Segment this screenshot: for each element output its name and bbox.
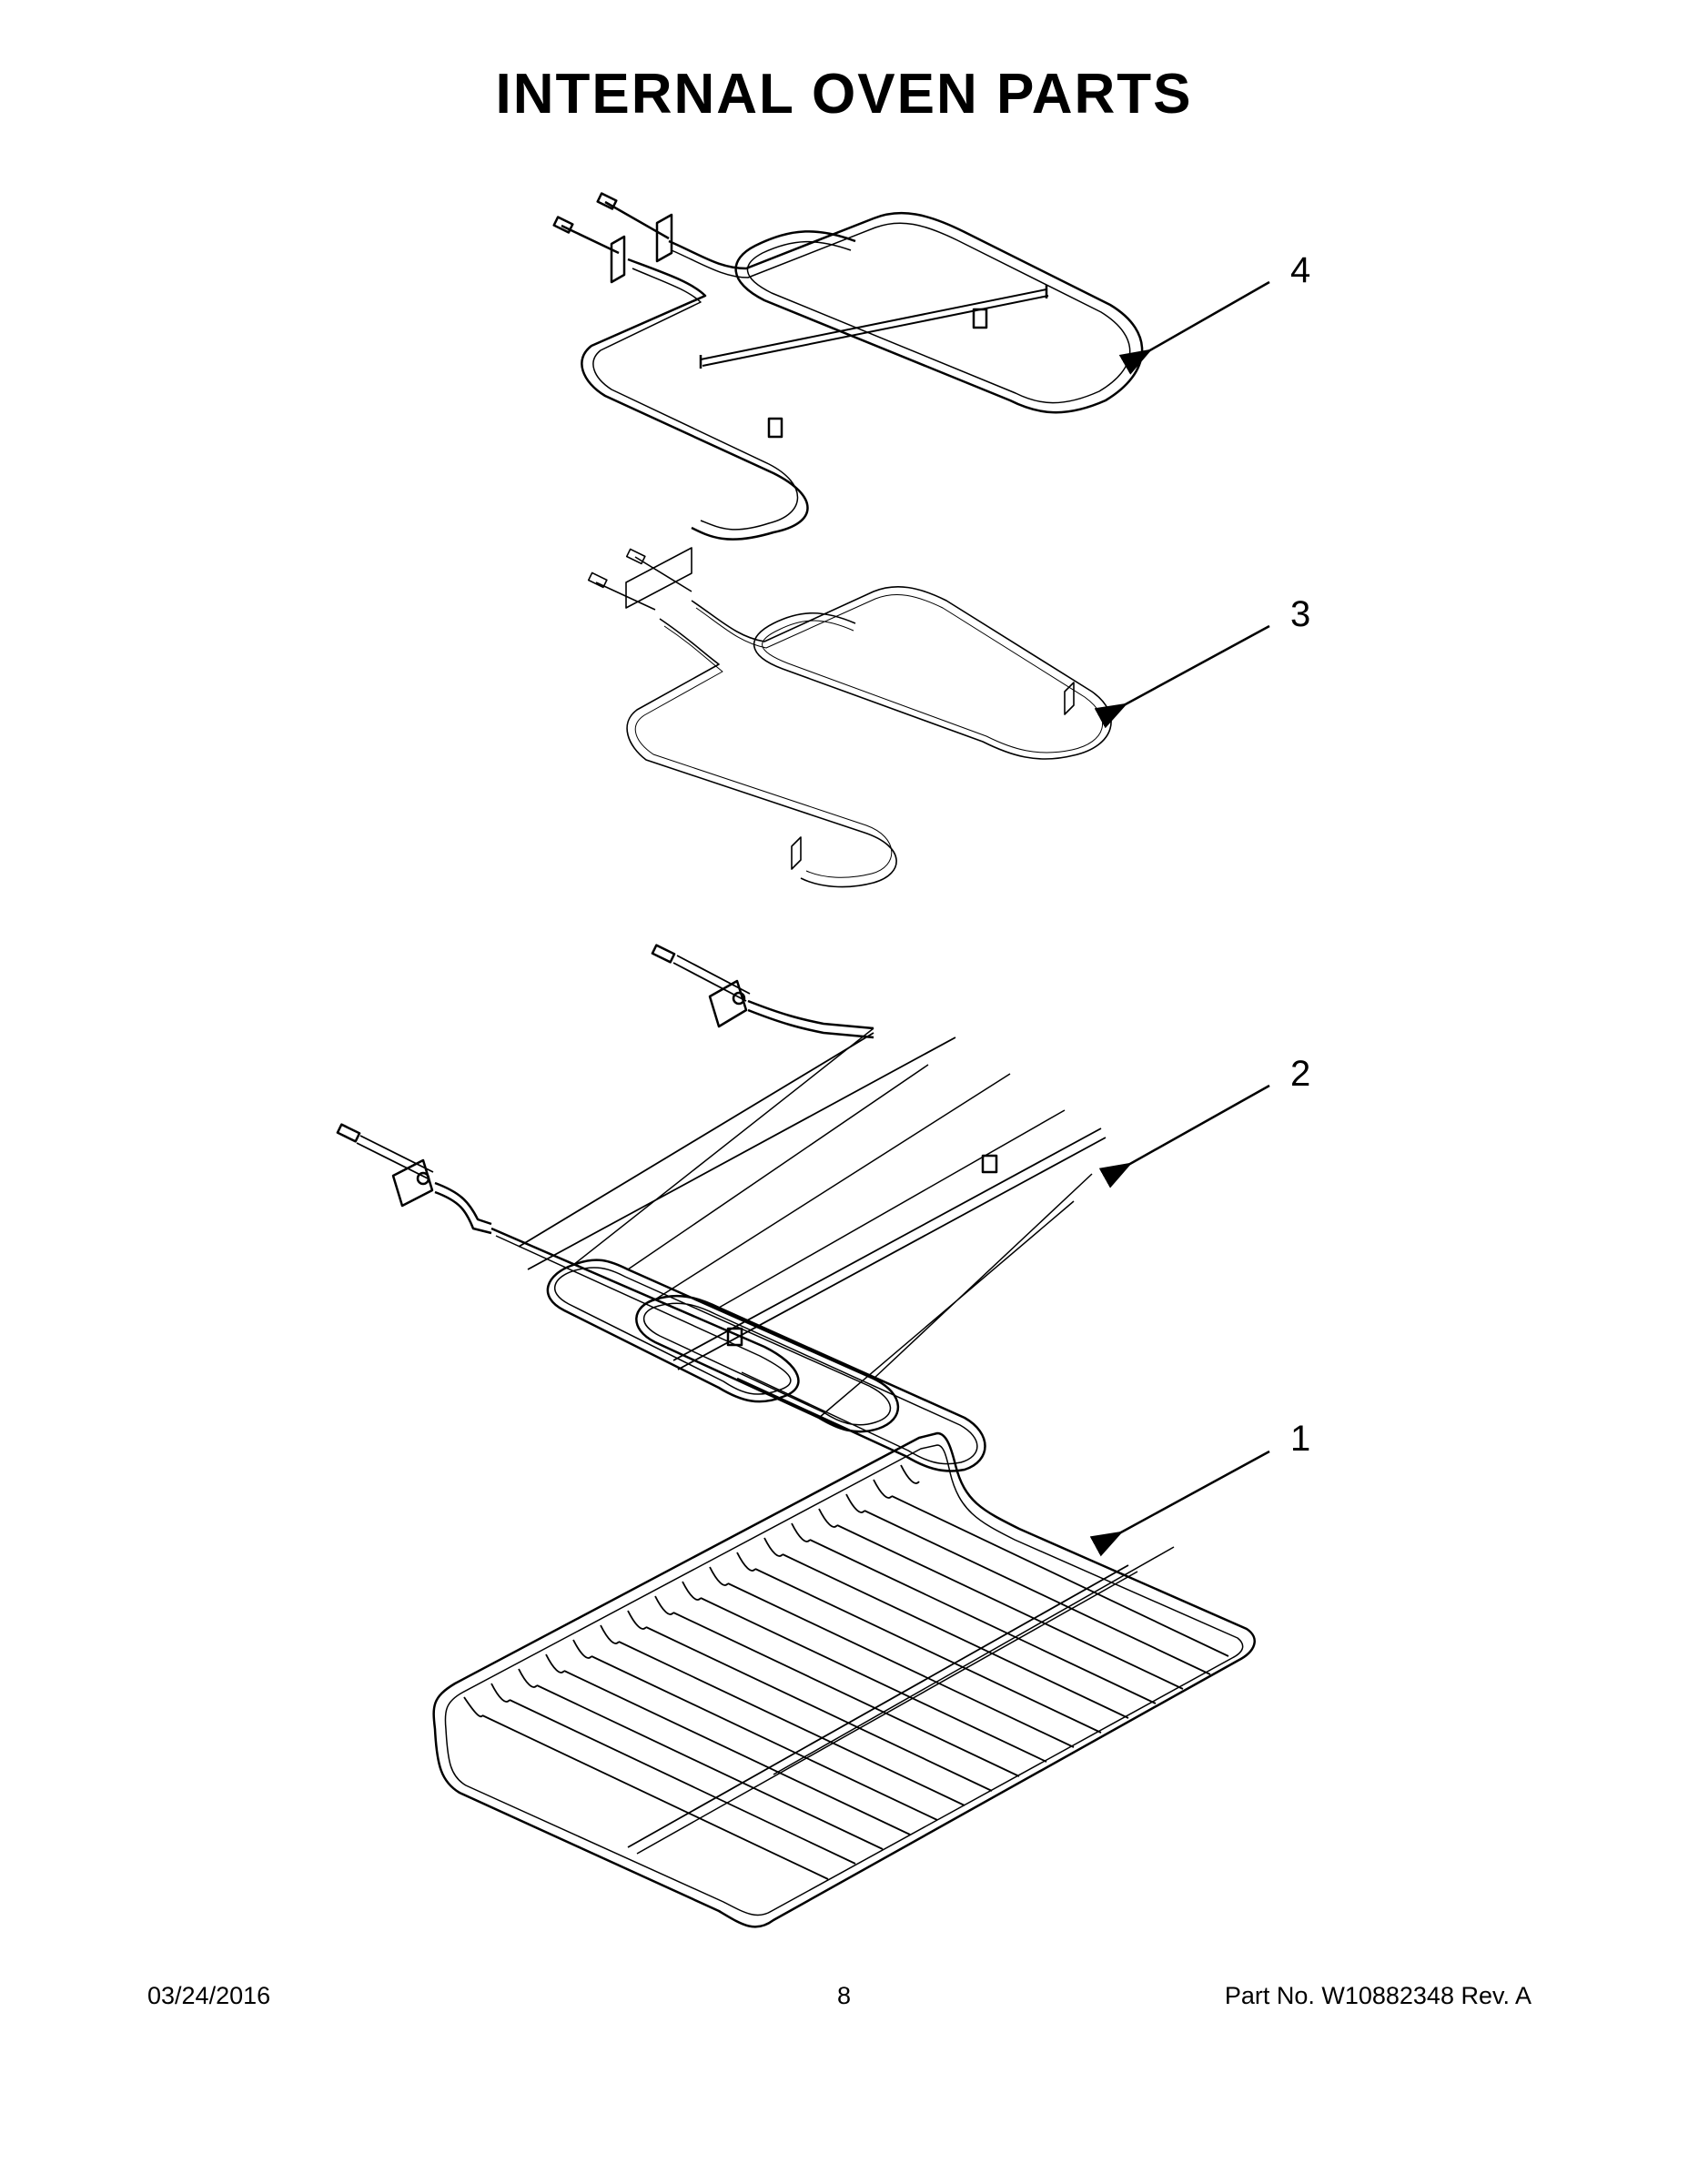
callout-arrow-3 <box>1094 624 1270 729</box>
callout-number-3: 3 <box>1290 594 1310 634</box>
callout-number-1: 1 <box>1290 1419 1310 1459</box>
hidden-bake-element[interactable] <box>587 547 1112 888</box>
footer-page-number: 8 <box>836 1982 852 2009</box>
footer-date: 03/24/2016 <box>147 1982 271 2009</box>
page-title: INTERNAL OVEN PARTS <box>495 63 1193 126</box>
bake-element[interactable] <box>336 944 1107 1472</box>
callout-number-4: 4 <box>1290 250 1310 290</box>
callout-arrows <box>1089 280 1270 1557</box>
callout-arrow-4 <box>1118 280 1270 375</box>
callout-number-2: 2 <box>1290 1054 1310 1094</box>
callout-arrow-2 <box>1098 1084 1270 1188</box>
callout-arrow-1 <box>1089 1450 1270 1557</box>
footer-part-number: Part No. W10882348 Rev. A <box>1224 1982 1531 2009</box>
oven-rack[interactable] <box>432 1431 1256 1928</box>
broil-element[interactable] <box>552 192 1144 541</box>
